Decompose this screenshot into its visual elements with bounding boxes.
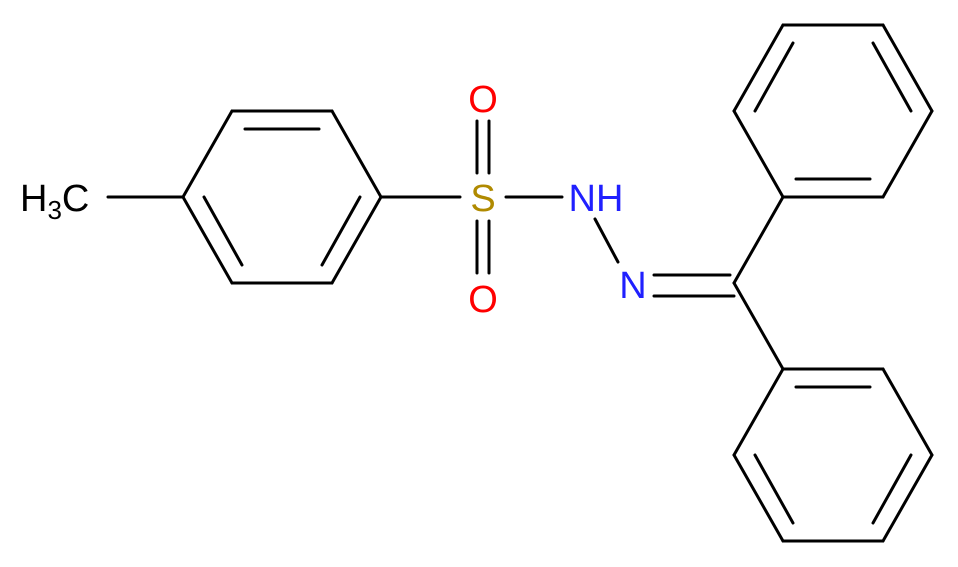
sulfur-atom: S [470, 178, 495, 220]
upper-phenyl-ring [732, 23, 934, 199]
carbon-upper-phenyl-bond [732, 195, 785, 285]
sulfonyl-bonds [475, 119, 491, 275]
oxygen-top-atom: O [468, 79, 498, 121]
tolyl-ring [181, 109, 383, 285]
imine-atom: N [619, 265, 646, 307]
imine-double-bond [652, 273, 736, 298]
oxygen-bottom-atom: O [468, 279, 498, 321]
carbon-lower-phenyl-bond [732, 281, 785, 371]
amine-atom: NH [569, 178, 624, 220]
methyl-h: H [20, 178, 47, 220]
lower-phenyl-ring [732, 367, 934, 543]
methyl-label: H3C [20, 178, 89, 225]
methyl-c: C [62, 178, 89, 220]
amine-imine-bond [593, 217, 620, 264]
methyl-subscript: 3 [47, 195, 61, 225]
